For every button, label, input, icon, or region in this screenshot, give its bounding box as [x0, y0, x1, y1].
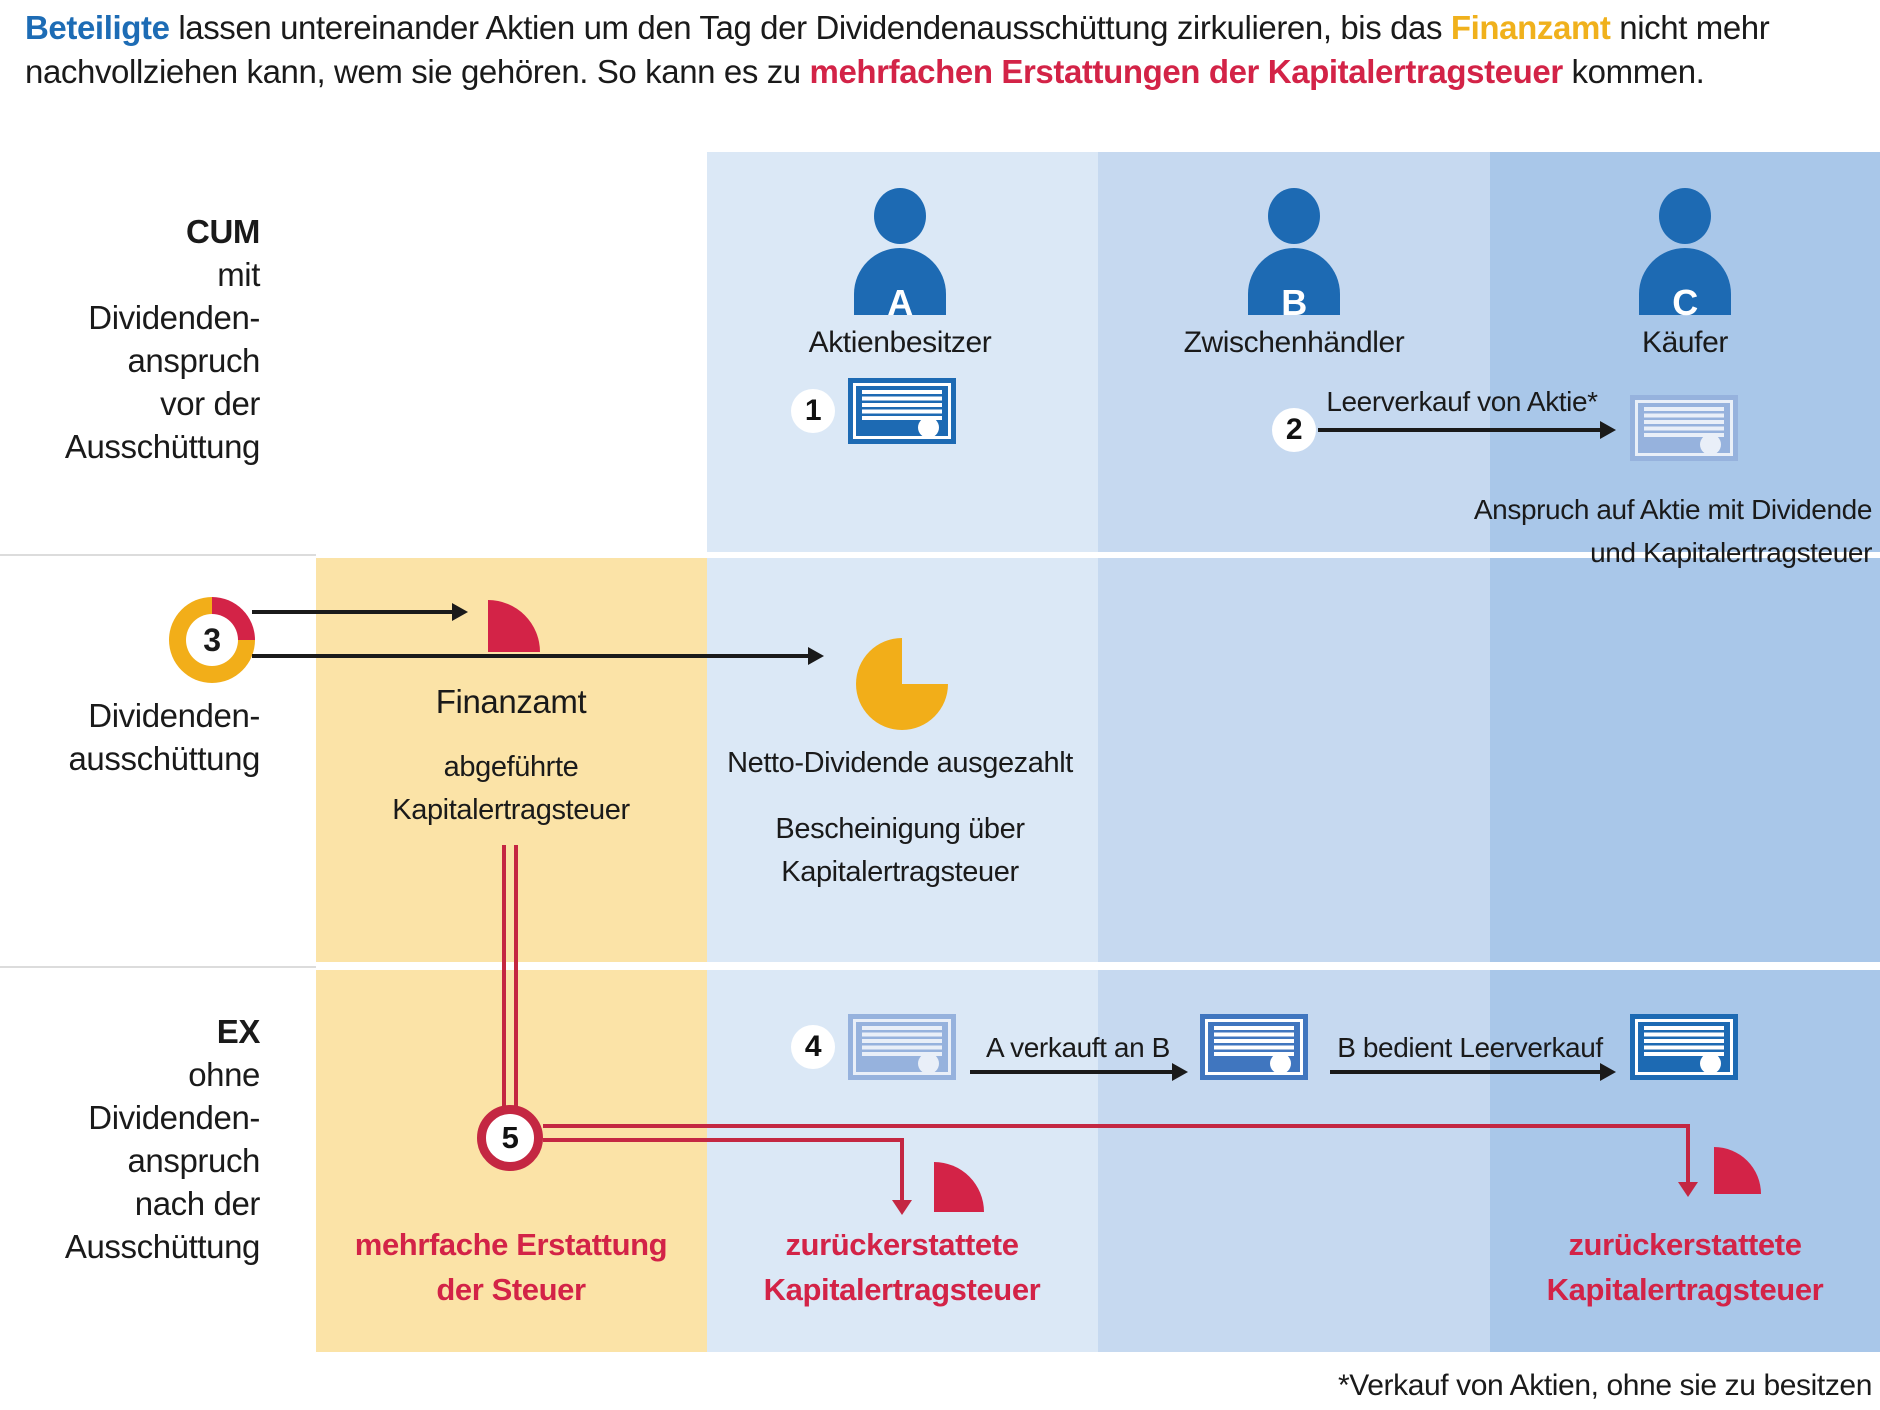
certificate-icon-c-cum-claim [1630, 395, 1738, 461]
row-separator-1 [707, 552, 1880, 558]
person-c-head [1659, 188, 1711, 244]
refund-line-to-a [543, 1138, 904, 1142]
arrow-a-to-b [970, 1070, 1172, 1074]
row-label-cum: CUM mit Dividenden- anspruch vor der Aus… [64, 213, 261, 465]
arrow-netto-dividende-head [808, 647, 824, 665]
arrow-a-to-b-head [1172, 1063, 1188, 1081]
refund-line-to-c [543, 1124, 1690, 1128]
certificate-icon-c-ex [1630, 1014, 1738, 1080]
actor-name-kaeufer: Käufer [1642, 326, 1728, 359]
certificate-icon-b-ex [1200, 1014, 1308, 1080]
person-b-body: B [1248, 248, 1340, 323]
bescheinigung-label: Bescheinigung über Kapitalertragsteuer [775, 813, 1025, 888]
a-verkauft-label: A verkauft an B [986, 1032, 1170, 1063]
arrow-tax-to-finanzamt-head [452, 603, 468, 621]
mehrfache-erstattung-label: mehrfache Erstattung der Steuer [354, 1227, 668, 1307]
person-a-body: A [854, 248, 946, 323]
row-label-ex: EX ohne Dividenden- anspruch nach der Au… [64, 1013, 261, 1265]
person-a-head [874, 188, 926, 244]
tax-flow-line-right [514, 845, 518, 1106]
actor-name-aktienbesitzer: Aktienbesitzer [808, 326, 992, 359]
zurueckerstattete-label-c: zurückerstattete Kapitalertragsteuer [1546, 1227, 1824, 1307]
pie-chart-icon-netto [856, 638, 948, 730]
arrow-netto-dividende [252, 654, 808, 658]
step-circle-5: 5 [477, 1105, 543, 1171]
certificate-icon-a-ex [848, 1014, 956, 1080]
finanzamt-title: Finanzamt [435, 683, 587, 720]
header-term-erstattungen: mehrfachen Erstattungen der Kapitalertra… [809, 53, 1564, 90]
header-term-finanzamt: Finanzamt [1450, 9, 1611, 46]
arrow-b-to-c-head [1600, 1063, 1616, 1081]
arrow-leerverkauf [1318, 428, 1600, 432]
step-circle-4: 4 [791, 1025, 835, 1069]
row-separator-2 [316, 962, 1880, 970]
arrow-b-to-c [1330, 1070, 1600, 1074]
row-label-dividendenausschuettung: Dividenden- ausschüttung [68, 697, 260, 777]
header-text: Beteiligte lassen untereinander Aktien u… [25, 6, 1865, 94]
netto-dividende-label: Netto-Dividende ausgezahlt [727, 747, 1073, 779]
leerverkauf-label: Leerverkauf von Aktie* [1326, 386, 1598, 417]
row-separator-2-left [0, 966, 316, 968]
refund-arrow-c-head [1678, 1182, 1698, 1197]
donut-chart-icon: 3 [169, 597, 255, 683]
footnote: *Verkauf von Aktien, ohne sie zu besitze… [1338, 1369, 1872, 1402]
tax-flow-line-left [502, 845, 506, 1106]
refund-arrow-a-head [892, 1200, 912, 1215]
refund-line-to-a-drop [900, 1138, 904, 1200]
refund-line-to-c-drop [1686, 1124, 1690, 1182]
header-line-1: Beteiligte lassen untereinander Aktien u… [25, 9, 1770, 46]
step-circle-1: 1 [791, 389, 835, 433]
row-separator-1-left [0, 554, 316, 556]
header-line-2: nachvollziehen kann, wem sie gehören. So… [25, 53, 1705, 90]
anspruch-note: Anspruch auf Aktie mit Dividende und Kap… [1473, 494, 1872, 568]
header-term-beteiligte: Beteiligte [25, 9, 170, 46]
certificate-icon-a-cum [848, 378, 956, 444]
step-circle-3: 3 [186, 614, 238, 666]
person-b-head [1268, 188, 1320, 244]
person-c-body: C [1639, 248, 1731, 323]
column-finanzamt [316, 558, 707, 1352]
column-zwischenhaendler [1098, 152, 1490, 1352]
arrow-leerverkauf-head [1600, 421, 1616, 439]
column-kaeufer [1490, 152, 1880, 1352]
actor-name-zwischenhaendler: Zwischenhändler [1183, 326, 1405, 359]
zurueckerstattete-label-a: zurückerstattete Kapitalertragsteuer [763, 1227, 1041, 1307]
b-bedient-label: B bedient Leerverkauf [1337, 1032, 1603, 1063]
arrow-tax-to-finanzamt [252, 610, 452, 614]
step-circle-2: 2 [1272, 408, 1316, 452]
abgefuehrte-label: abgeführte Kapitalertragsteuer [392, 751, 630, 826]
